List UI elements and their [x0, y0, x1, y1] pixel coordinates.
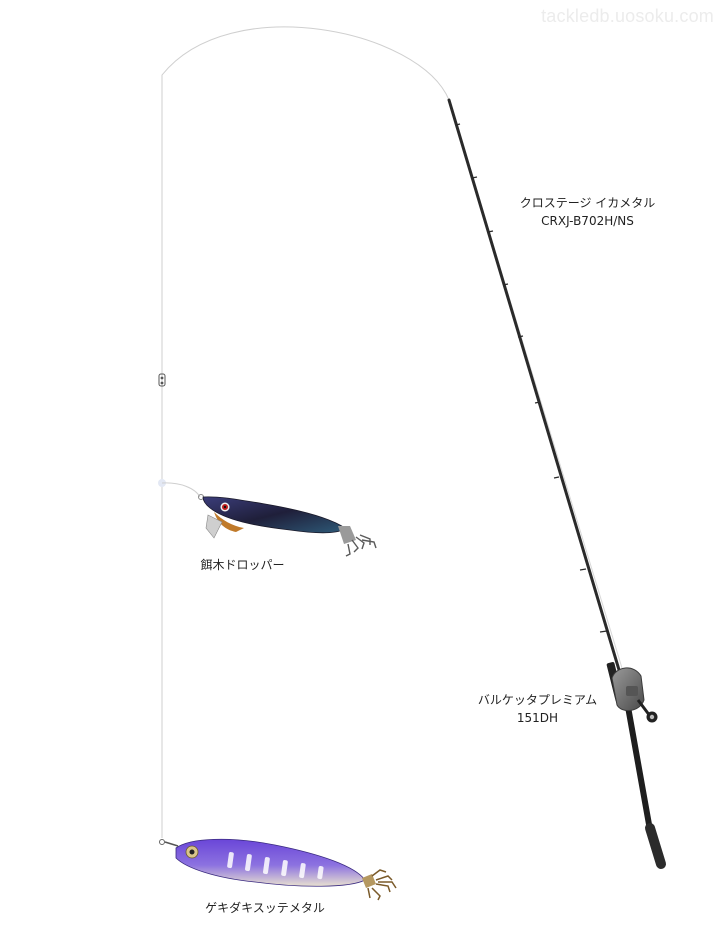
rod-name-line1: クロステージ イカメタル — [519, 196, 656, 210]
dropper-name: 餌木ドロッパー — [200, 558, 285, 572]
branch-line — [161, 482, 201, 498]
reel-name-line1: バルケッタプレミアム — [477, 693, 598, 707]
metal-sutte-name: ゲキダキスッテメタル — [205, 901, 325, 915]
reel-icon — [606, 662, 658, 723]
rod-name-line2: CRXJ-B702H/NS — [541, 214, 634, 228]
egi-dropper-icon — [198, 494, 377, 557]
metal-sutte-label: ゲキダキスッテメタル — [195, 899, 335, 917]
reel-name-line2: 151DH — [516, 711, 559, 725]
dropper-label: 餌木ドロッパー — [190, 556, 295, 574]
metal-sutte-icon — [159, 838, 397, 901]
rod-icon — [447, 98, 666, 869]
swivel-icon — [158, 373, 166, 387]
watermark-text: tackledb.uosoku.com — [541, 6, 714, 26]
reel-label: バルケッタプレミアム 151DH — [470, 691, 605, 727]
fishing-line — [161, 26, 450, 838]
rod-label: クロステージ イカメタル CRXJ-B702H/NS — [505, 194, 670, 230]
